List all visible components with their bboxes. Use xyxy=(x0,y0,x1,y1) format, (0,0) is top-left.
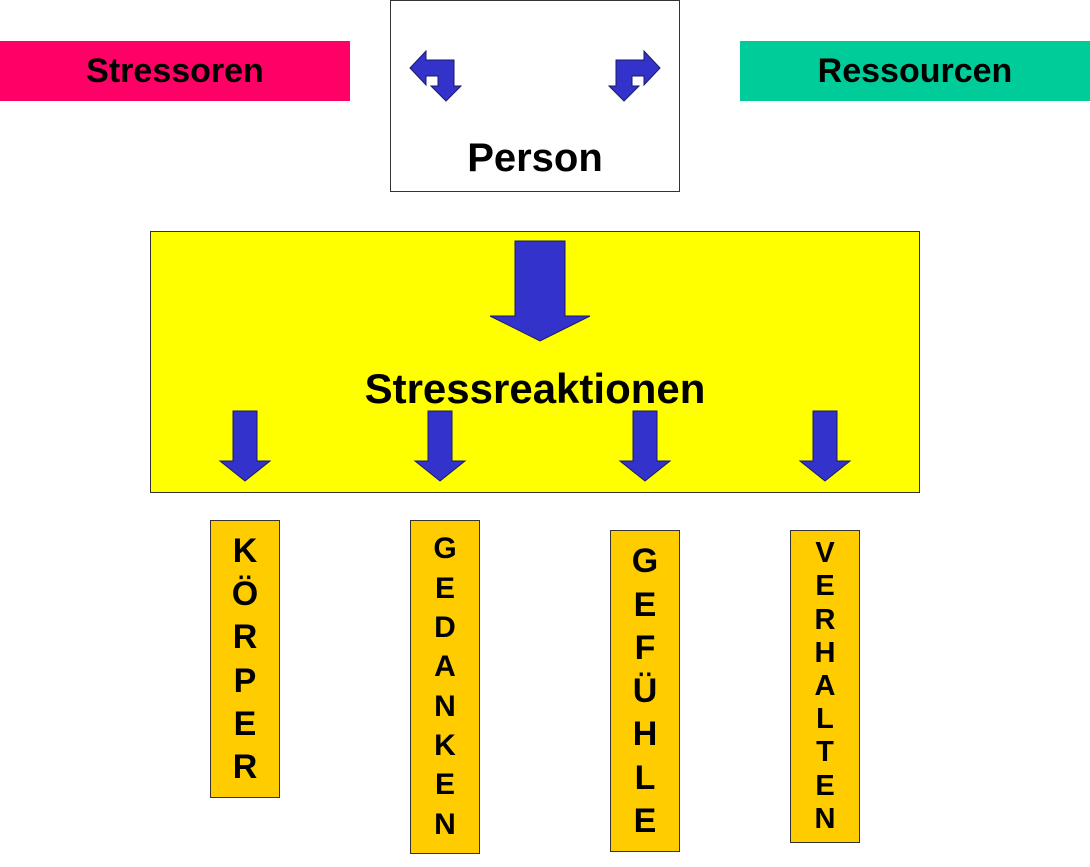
column-letter: K xyxy=(232,532,258,571)
column-letter: H xyxy=(814,636,836,669)
column-letter: P xyxy=(233,661,257,700)
column-letter: V xyxy=(815,537,835,570)
stress-reactions-label: Stressreaktionen xyxy=(364,365,706,412)
column-letter: L xyxy=(634,758,656,797)
bent-arrow-left-icon xyxy=(409,49,463,102)
column-letter: D xyxy=(434,610,456,644)
down-arrow-koerper-icon xyxy=(218,410,272,482)
down-arrow-gedanken-icon xyxy=(413,410,467,482)
column-letter: E xyxy=(633,585,657,624)
column-letter: Ü xyxy=(632,672,658,710)
column-letter: L xyxy=(816,703,834,736)
down-arrow-verhalten-icon xyxy=(798,410,852,482)
column-letter: E xyxy=(434,571,455,605)
resources-box: Ressourcen xyxy=(740,41,1090,101)
stressors-box: Stressoren xyxy=(0,41,350,101)
person-label: Person xyxy=(467,136,603,180)
column-letter: G xyxy=(631,542,659,581)
column-letter: N xyxy=(434,807,456,841)
column-letter: E xyxy=(633,801,657,840)
column-letter: E xyxy=(233,704,257,743)
big-down-arrow-icon xyxy=(489,240,591,342)
column-letter: Ö xyxy=(231,575,259,614)
column-letter: G xyxy=(433,532,457,566)
column-letter: K xyxy=(434,728,456,762)
down-arrow-gefuehle-icon xyxy=(618,410,672,482)
bent-arrow-right-icon xyxy=(607,49,661,102)
column-letter: A xyxy=(434,650,456,684)
column-letter: R xyxy=(232,747,258,786)
column-letter: E xyxy=(434,768,455,802)
column-letter: E xyxy=(815,769,835,802)
column-letter: F xyxy=(634,628,656,667)
resources-label: Ressourcen xyxy=(817,51,1013,90)
stressors-label: Stressoren xyxy=(86,51,264,90)
column-letter: N xyxy=(814,802,836,835)
column-letter: A xyxy=(814,669,836,702)
column-letter: H xyxy=(632,715,658,754)
person-box: Person xyxy=(390,0,680,192)
column-letter: R xyxy=(814,603,836,636)
column-letter: N xyxy=(434,689,456,723)
column-letter: T xyxy=(816,736,834,769)
column-letter: E xyxy=(815,570,835,603)
column-letter: R xyxy=(232,618,258,657)
